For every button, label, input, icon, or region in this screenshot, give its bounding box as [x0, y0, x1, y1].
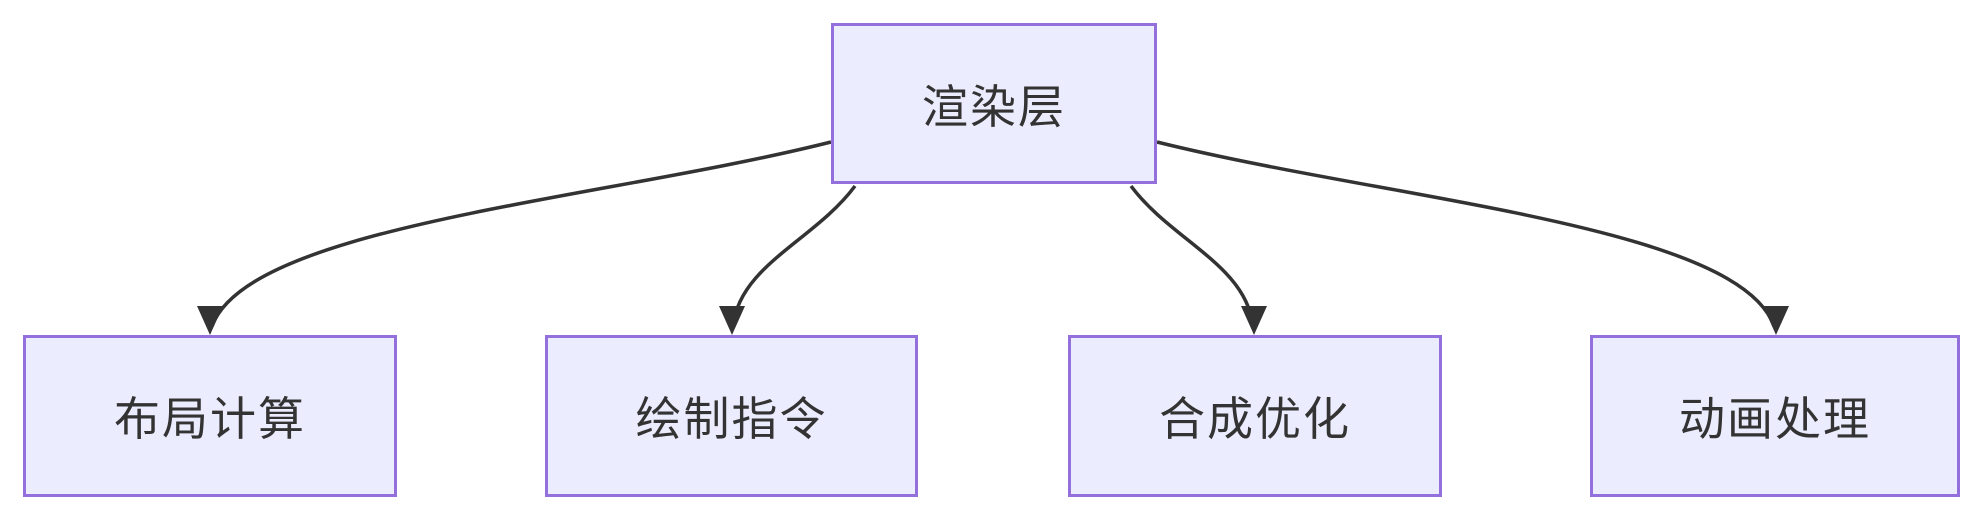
node-composite-optimization-label: 合成优化: [1159, 393, 1351, 445]
node-composite-optimization: 合成优化: [1068, 335, 1442, 497]
edge-render-to-animation: [1156, 140, 1776, 327]
arrowhead-animation: [1763, 306, 1789, 335]
node-render-layer: 渲染层: [831, 23, 1157, 184]
node-animation-processing-label: 动画处理: [1679, 393, 1871, 445]
node-layout-calculation: 布局计算: [23, 335, 397, 497]
edge-render-to-draw: [731, 184, 857, 327]
node-draw-commands: 绘制指令: [545, 335, 918, 497]
arrowhead-composite: [1241, 306, 1267, 335]
arrowhead-draw: [719, 306, 745, 335]
arrowhead-layout: [197, 306, 223, 335]
node-draw-commands-label: 绘制指令: [635, 393, 828, 445]
edge-render-to-layout: [210, 140, 832, 327]
node-render-layer-label: 渲染层: [922, 80, 1066, 133]
node-animation-processing: 动画处理: [1590, 335, 1960, 497]
edge-render-to-composite: [1129, 184, 1255, 327]
node-layout-calculation-label: 布局计算: [114, 393, 306, 445]
